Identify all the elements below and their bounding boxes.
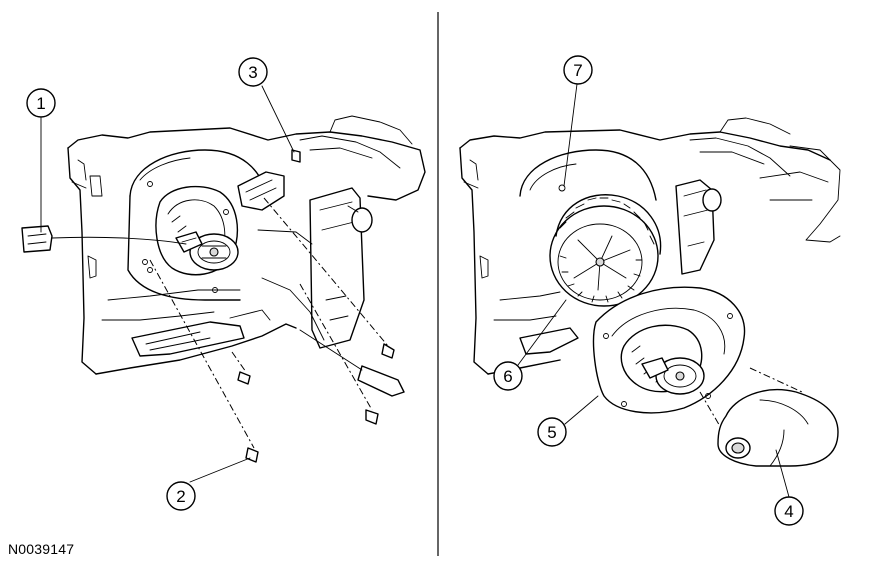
- left-motor-flange: [147, 185, 239, 276]
- callout-circle-6: [493, 361, 523, 391]
- callout-4: 4: [784, 502, 793, 521]
- right-blower-scroll: [519, 149, 722, 275]
- leader-line-7: [563, 83, 578, 187]
- figure-id: N0039147: [8, 541, 75, 557]
- left-blower-scroll: [127, 149, 269, 301]
- leader-line-4: [775, 449, 790, 498]
- callout-circle-4: [774, 496, 804, 526]
- left-fasteners: [149, 149, 395, 463]
- callout-circle-3: [238, 57, 268, 87]
- leader-line-3: [261, 85, 295, 153]
- left-view-housing: [67, 115, 426, 375]
- callout-1: 1: [36, 94, 45, 113]
- callout-3: 3: [248, 63, 257, 82]
- callout-5: 5: [547, 423, 556, 442]
- callout-circle-5: [537, 417, 567, 447]
- callout-7: 7: [573, 61, 582, 80]
- callout-circle-1: [26, 88, 56, 118]
- left-electrical-connector: [21, 225, 187, 253]
- callout-2: 2: [176, 487, 185, 506]
- leader-line-6: [517, 299, 567, 366]
- left-bracket-module: [237, 171, 405, 397]
- callout-circle-7: [563, 55, 593, 85]
- callout-circle-2: [166, 481, 196, 511]
- blower-motor-flange: [592, 286, 746, 414]
- leader-line-5: [564, 395, 599, 425]
- right-view-housing: [459, 117, 841, 375]
- leader-line-2: [189, 457, 251, 483]
- callout-6: 6: [503, 367, 512, 386]
- blower-wheel: [549, 194, 662, 307]
- motor-cover: [699, 367, 839, 467]
